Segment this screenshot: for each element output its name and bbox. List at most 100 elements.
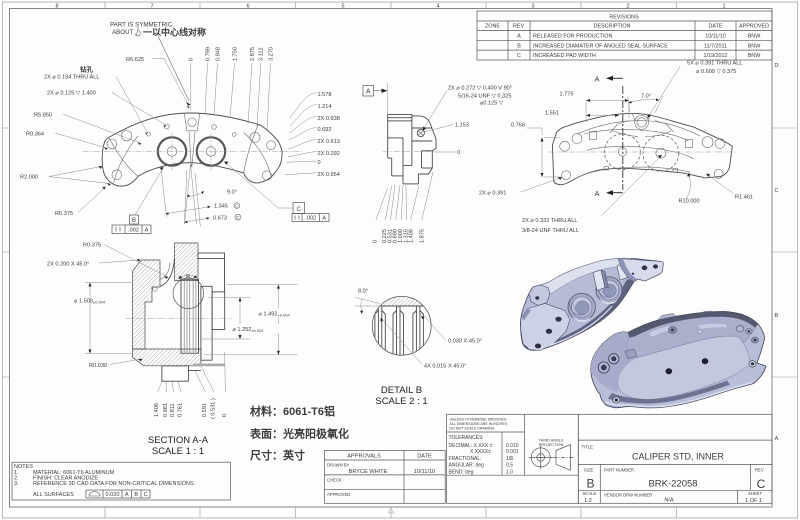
svg-text:SECTION A-A: SECTION A-A bbox=[148, 435, 209, 446]
svg-text:B: B bbox=[586, 477, 594, 491]
svg-text:R0.375: R0.375 bbox=[55, 211, 73, 217]
svg-text:DESCRIPTION: DESCRIPTION bbox=[594, 24, 631, 30]
svg-text:B: B bbox=[186, 275, 190, 281]
svg-text:6: 6 bbox=[246, 3, 249, 9]
svg-text:0: 0 bbox=[189, 58, 195, 61]
svg-text:B: B bbox=[775, 313, 779, 319]
svg-text:DRAWN BY: DRAWN BY bbox=[327, 463, 350, 468]
svg-text:DATE: DATE bbox=[709, 24, 723, 30]
svg-text:THIRD ANGLE: THIRD ANGLE bbox=[538, 439, 564, 443]
svg-text:2X ⌀ 0.391: 2X ⌀ 0.391 bbox=[479, 191, 506, 197]
svg-text:1.578: 1.578 bbox=[318, 92, 332, 98]
svg-text:C: C bbox=[757, 477, 766, 491]
svg-text:NOTES: NOTES bbox=[14, 464, 33, 470]
svg-text:1.315: 1.315 bbox=[403, 229, 409, 243]
svg-text:0.030 X 45.0°: 0.030 X 45.0° bbox=[448, 339, 482, 345]
svg-text:RELEASED FOR PRODUCTION: RELEASED FOR PRODUCTION bbox=[533, 34, 612, 40]
svg-text:.002: .002 bbox=[305, 216, 316, 222]
svg-text:ZONE: ZONE bbox=[485, 24, 500, 30]
svg-text:SHEET: SHEET bbox=[748, 491, 762, 496]
svg-text:1.153: 1.153 bbox=[455, 123, 469, 129]
svg-text:10/11/10: 10/11/10 bbox=[705, 34, 726, 40]
svg-text:5/16-24 UNF ▽ 0.325: 5/16-24 UNF ▽ 0.325 bbox=[458, 94, 511, 100]
svg-text:VENDOR DRW NUMBER: VENDOR DRW NUMBER bbox=[604, 493, 652, 498]
svg-text:1:2: 1:2 bbox=[584, 498, 592, 504]
svg-text:REVISIONS: REVISIONS bbox=[609, 15, 639, 21]
svg-text:DO NOT SCALE DRAWING: DO NOT SCALE DRAWING bbox=[450, 426, 495, 430]
svg-text:SCALE 2 : 1: SCALE 2 : 1 bbox=[375, 396, 427, 407]
svg-text:7.0°: 7.0° bbox=[641, 94, 651, 100]
svg-text:1.875: 1.875 bbox=[420, 229, 426, 243]
svg-text:0.948: 0.948 bbox=[215, 47, 221, 61]
svg-text:11/7/2011: 11/7/2011 bbox=[704, 43, 727, 49]
svg-text:0.5: 0.5 bbox=[506, 463, 513, 469]
svg-text:0.761: 0.761 bbox=[178, 403, 184, 417]
svg-text:5: 5 bbox=[341, 3, 344, 9]
svg-text:REV: REV bbox=[755, 468, 764, 473]
svg-text:FINISH: CLEAR ANODIZE: FINISH: CLEAR ANODIZE bbox=[33, 475, 98, 481]
svg-text:PROJECTION: PROJECTION bbox=[539, 443, 564, 447]
svg-text:0.673: 0.673 bbox=[213, 216, 227, 222]
svg-text:CALIPER STD, INNER: CALIPER STD, INNER bbox=[632, 452, 725, 462]
svg-text:SCALE 1 : 1: SCALE 1 : 1 bbox=[152, 446, 204, 457]
svg-text:⌀0.125 ▽: ⌀0.125 ▽ bbox=[480, 101, 504, 107]
svg-text:0: 0 bbox=[373, 240, 379, 243]
svg-text:DATE: DATE bbox=[417, 454, 432, 460]
svg-text:材料：6061-T6铝: 材料：6061-T6铝 bbox=[250, 404, 335, 418]
svg-text:REV.: REV. bbox=[513, 24, 525, 30]
svg-text:0: 0 bbox=[457, 150, 460, 156]
svg-text:A: A bbox=[125, 492, 129, 498]
svg-text:DETAIL B: DETAIL B bbox=[381, 385, 422, 396]
svg-text:TITLE: TITLE bbox=[582, 444, 594, 449]
svg-text:BNW: BNW bbox=[748, 43, 761, 49]
svg-text:⌀ 0.609 ▽ 0.375: ⌀ 0.609 ▽ 0.375 bbox=[696, 69, 736, 75]
svg-text:3.: 3. bbox=[14, 481, 19, 487]
svg-text:FRACTIONAL:: FRACTIONAL: bbox=[449, 456, 482, 462]
svg-text:8: 8 bbox=[55, 3, 58, 9]
svg-text:R1.461: R1.461 bbox=[735, 195, 753, 201]
svg-text:2X ⌀ 0.332 THRU ALL: 2X ⌀ 0.332 THRU ALL bbox=[522, 218, 578, 224]
svg-text:N/A: N/A bbox=[664, 497, 674, 503]
svg-text:1.000: 1.000 bbox=[398, 229, 404, 243]
svg-text:R0.375: R0.375 bbox=[83, 243, 101, 249]
svg-text:5X ⌀ 0.391 THRU ALL: 5X ⌀ 0.391 THRU ALL bbox=[687, 61, 743, 67]
svg-text:2X 0.292: 2X 0.292 bbox=[318, 151, 340, 157]
svg-text:R2.000: R2.000 bbox=[20, 175, 38, 181]
svg-text:ANGULAR: deg: ANGULAR: deg bbox=[449, 463, 485, 469]
svg-text:0.981: 0.981 bbox=[163, 403, 169, 417]
svg-text:1.750: 1.750 bbox=[232, 47, 238, 61]
svg-text:1 OF 1: 1 OF 1 bbox=[745, 498, 762, 504]
svg-text:0.010: 0.010 bbox=[506, 443, 519, 449]
svg-text:⌀ 1.492+0.004: ⌀ 1.492+0.004 bbox=[259, 312, 291, 318]
svg-text:( 0.531 ): ( 0.531 ) bbox=[211, 398, 217, 419]
svg-text:2X 0.613: 2X 0.613 bbox=[318, 139, 340, 145]
svg-text:表面：光亮阳极氧化: 表面：光亮阳极氧化 bbox=[249, 427, 349, 441]
svg-text:TOLERANCES:: TOLERANCES: bbox=[449, 435, 484, 441]
svg-text:R5.850: R5.850 bbox=[34, 113, 52, 119]
svg-text:BRYCE WHITE: BRYCE WHITE bbox=[349, 469, 388, 475]
svg-text:R10.000: R10.000 bbox=[679, 199, 700, 205]
svg-text:APPROVED: APPROVED bbox=[739, 24, 769, 30]
svg-text:1/19/2012: 1/19/2012 bbox=[704, 53, 728, 59]
svg-text:1: 1 bbox=[722, 3, 725, 9]
svg-text:0.225: 0.225 bbox=[382, 229, 388, 243]
svg-text:2.875: 2.875 bbox=[250, 47, 256, 61]
svg-text:SCALE: SCALE bbox=[583, 491, 597, 496]
svg-text:R6.625: R6.625 bbox=[126, 57, 144, 63]
svg-text:3.112: 3.112 bbox=[259, 47, 265, 61]
svg-text:C: C bbox=[144, 492, 148, 498]
svg-text:B: B bbox=[134, 492, 138, 498]
svg-text:1.345: 1.345 bbox=[214, 204, 228, 210]
svg-text:一以中心线对称: 一以中心线对称 bbox=[143, 27, 206, 38]
svg-text:0.690: 0.690 bbox=[393, 229, 399, 243]
svg-text:3: 3 bbox=[531, 3, 534, 9]
svg-text:C: C bbox=[775, 188, 779, 194]
svg-text:B: B bbox=[132, 218, 136, 224]
svg-text:2X 0.938: 2X 0.938 bbox=[318, 116, 340, 122]
svg-text:0.591: 0.591 bbox=[202, 403, 208, 417]
svg-text:2X ⌀ 0.272 ▽ 0.400 V 90°: 2X ⌀ 0.272 ▽ 0.400 V 90° bbox=[448, 86, 512, 92]
svg-text:PART IS SYMMETRIC: PART IS SYMMETRIC bbox=[110, 22, 173, 29]
svg-text:INCREASED DIAMATER OF ANGLED S: INCREASED DIAMATER OF ANGLED SEAL SURFAC… bbox=[533, 43, 668, 49]
svg-text:2X 0.954: 2X 0.954 bbox=[318, 172, 340, 178]
svg-text:0.020: 0.020 bbox=[106, 492, 120, 498]
